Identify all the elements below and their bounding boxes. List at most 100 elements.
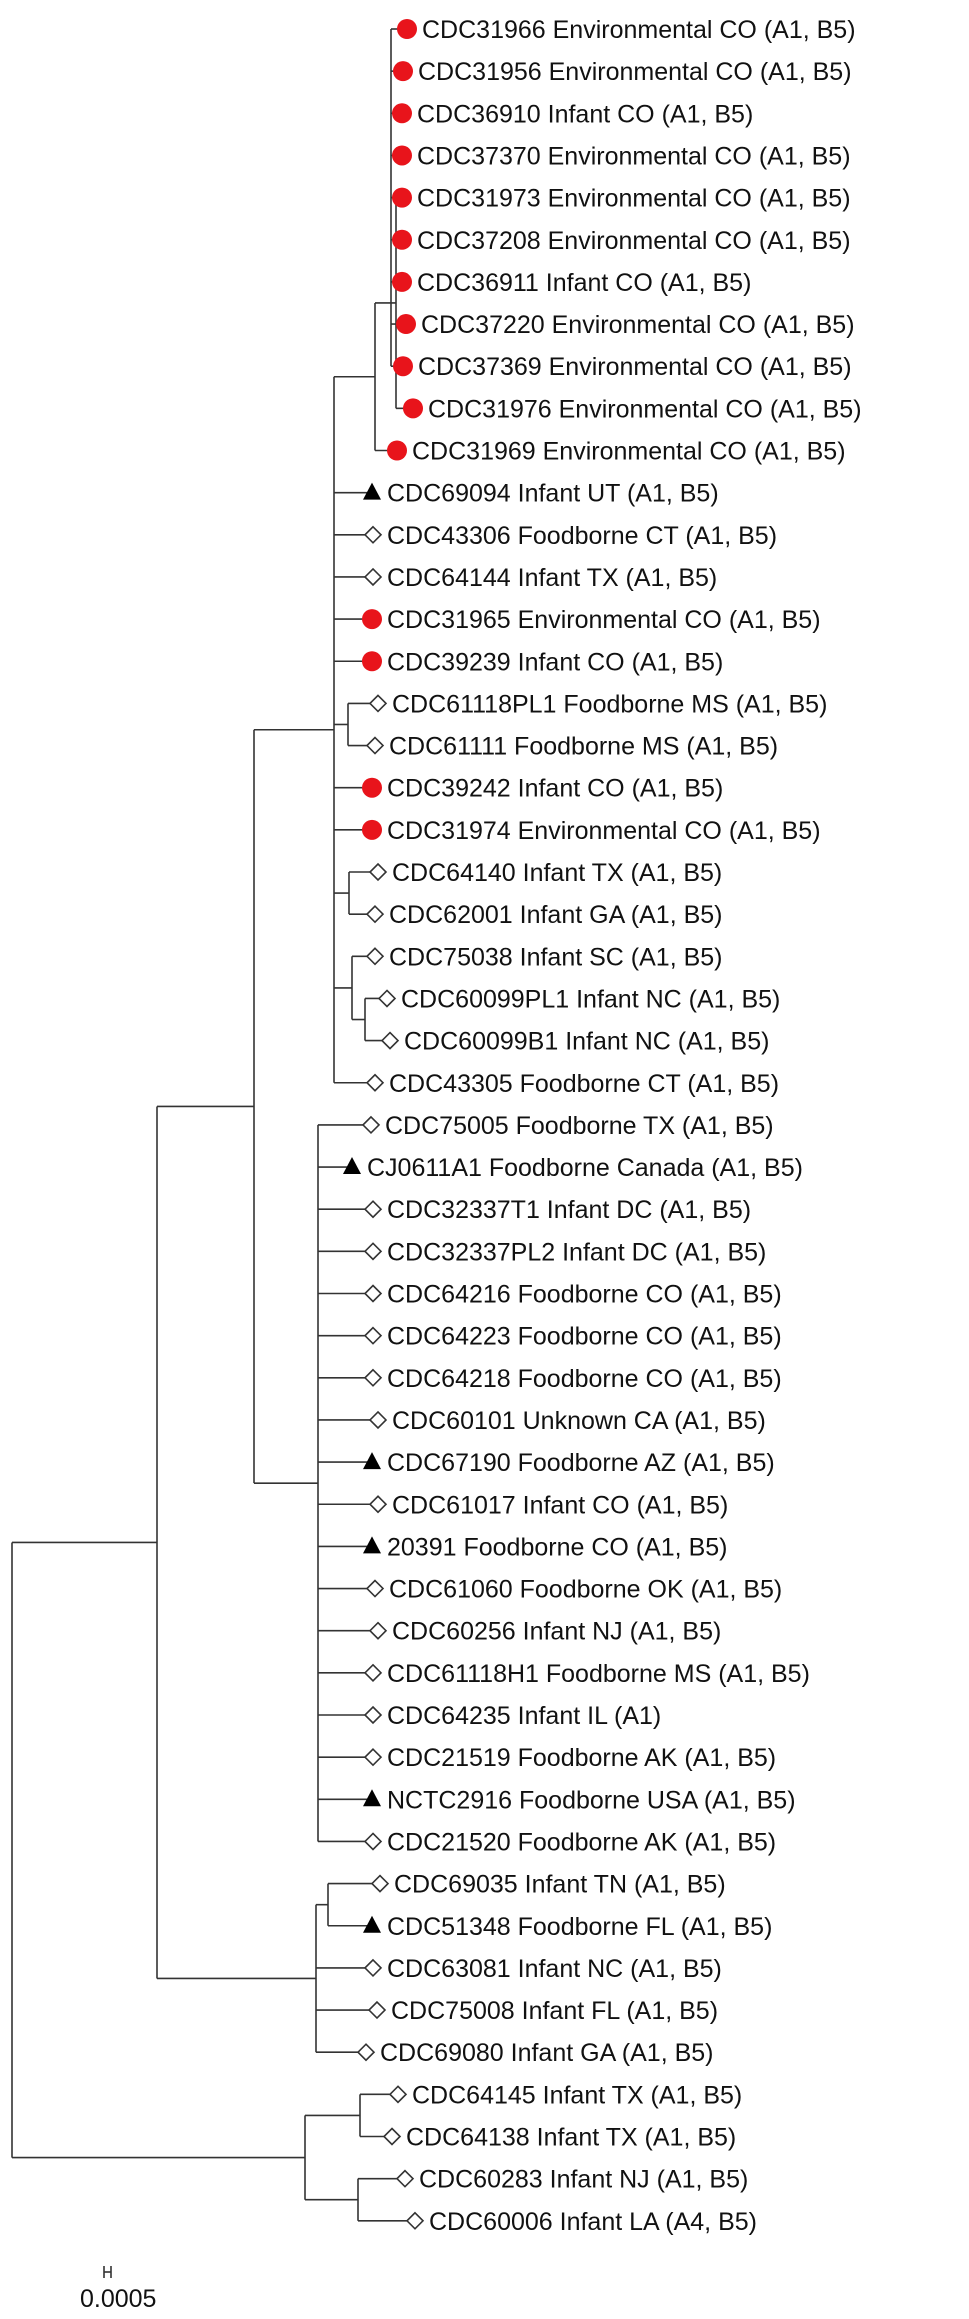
leaf-label: CDC64145 Infant TX (A1, B5): [412, 2081, 742, 2109]
open-diamond-icon: [367, 2000, 387, 2020]
open-diamond-icon: [405, 2211, 425, 2230]
open-diamond-icon: [363, 567, 383, 587]
leaf-label: CDC36911 Infant CO (A1, B5): [417, 269, 751, 297]
leaf-label: CDC39242 Infant CO (A1, B5): [387, 775, 723, 803]
leaf-markers: [343, 19, 425, 2230]
open-diamond-icon: [365, 736, 385, 755]
open-diamond-icon: [363, 1326, 383, 1345]
leaf-label: CDC61060 Foodborne OK (A1, B5): [389, 1576, 782, 1604]
red-circle-icon: [392, 187, 412, 208]
red-circle-icon: [392, 103, 412, 124]
leaf-label: CDC64140 Infant TX (A1, B5): [392, 859, 722, 887]
open-diamond-icon: [363, 1958, 383, 1978]
red-circle-icon: [362, 609, 382, 630]
leaf-label: CDC37370 Environmental CO (A1, B5): [417, 142, 851, 170]
red-circle-icon: [393, 61, 413, 82]
scale-bar: 0.0005: [80, 2266, 156, 2313]
leaf-label: CDC31969 Environmental CO (A1, B5): [412, 438, 846, 466]
red-circle-icon: [392, 229, 412, 250]
open-diamond-icon: [363, 1663, 383, 1682]
leaf-label: CDC43305 Foodborne CT (A1, B5): [389, 1070, 779, 1098]
black-triangle-icon: [363, 1452, 381, 1470]
leaf-label: CDC75038 Infant SC (A1, B5): [389, 943, 723, 971]
leaf-label: CDC21520 Foodborne AK (A1, B5): [387, 1828, 776, 1856]
leaf-label: CDC64218 Foodborne CO (A1, B5): [387, 1365, 782, 1393]
leaf-label: CDC63081 Infant NC (A1, B5): [387, 1955, 722, 1983]
leaf-label: CDC36910 Infant CO (A1, B5): [417, 100, 753, 128]
leaf-label: CDC60256 Infant NJ (A1, B5): [392, 1618, 721, 1646]
red-circle-icon: [393, 356, 413, 377]
leaf-label: CDC31965 Environmental CO (A1, B5): [387, 606, 821, 634]
open-diamond-icon: [368, 862, 388, 882]
red-circle-icon: [362, 651, 382, 672]
open-diamond-icon: [368, 1621, 388, 1640]
red-circle-icon: [362, 819, 382, 840]
open-diamond-icon: [395, 2169, 415, 2188]
leaf-label: CDC69094 Infant UT (A1, B5): [387, 480, 719, 508]
leaf-label: CDC39239 Infant CO (A1, B5): [387, 648, 723, 676]
red-circle-icon: [392, 271, 412, 292]
leaf-label: CDC69035 Infant TN (A1, B5): [394, 1871, 726, 1899]
open-diamond-icon: [361, 1115, 381, 1135]
open-diamond-icon: [363, 1284, 383, 1303]
leaf-label: CDC37208 Environmental CO (A1, B5): [417, 227, 851, 255]
leaf-label: CDC31974 Environmental CO (A1, B5): [387, 817, 821, 845]
leaf-label: CDC61118H1 Foodborne MS (A1, B5): [387, 1660, 810, 1688]
leaf-label: CDC37220 Environmental CO (A1, B5): [421, 311, 855, 339]
open-diamond-icon: [365, 1073, 385, 1092]
leaf-label: CDC60101 Unknown CA (A1, B5): [392, 1407, 766, 1435]
leaf-label: CDC69080 Infant GA (A1, B5): [380, 2039, 714, 2067]
leaf-label: CDC31956 Environmental CO (A1, B5): [418, 58, 852, 86]
open-diamond-icon: [363, 1748, 383, 1767]
leaf-label: CDC61017 Infant CO (A1, B5): [392, 1491, 728, 1519]
leaf-label: CDC62001 Infant GA (A1, B5): [389, 901, 723, 929]
leaf-label: CDC31966 Environmental CO (A1, B5): [422, 16, 856, 44]
open-diamond-icon: [365, 947, 385, 966]
open-diamond-icon: [368, 1495, 388, 1514]
leaf-label: CJ0611A1 Foodborne Canada (A1, B5): [367, 1154, 803, 1182]
leaf-label: CDC64223 Foodborne CO (A1, B5): [387, 1323, 782, 1351]
open-diamond-icon: [368, 1410, 388, 1430]
open-diamond-icon: [370, 1874, 390, 1893]
open-diamond-icon: [363, 1705, 383, 1725]
leaf-label: CDC51348 Foodborne FL (A1, B5): [387, 1913, 772, 1941]
leaf-label: CDC31973 Environmental CO (A1, B5): [417, 185, 851, 213]
leaf-label: CDC67190 Foodborne AZ (A1, B5): [387, 1449, 775, 1477]
red-circle-icon: [403, 398, 423, 419]
open-diamond-icon: [365, 1579, 385, 1598]
red-circle-icon: [387, 440, 407, 461]
leaf-label: 20391 Foodborne CO (A1, B5): [387, 1533, 727, 1561]
open-diamond-icon: [382, 2127, 402, 2146]
red-circle-icon: [392, 145, 412, 166]
black-triangle-icon: [363, 1789, 381, 1807]
black-triangle-icon: [343, 1157, 361, 1175]
leaf-label: CDC60283 Infant NJ (A1, B5): [419, 2166, 748, 2194]
red-circle-icon: [397, 19, 417, 39]
open-diamond-icon: [363, 1200, 383, 1219]
leaf-label: CDC64216 Foodborne CO (A1, B5): [387, 1281, 782, 1309]
leaf-label: CDC21519 Foodborne AK (A1, B5): [387, 1744, 776, 1772]
open-diamond-icon: [380, 1031, 400, 1050]
leaf-label: CDC61111 Foodborne MS (A1, B5): [389, 733, 778, 761]
open-diamond-icon: [356, 2043, 376, 2062]
black-triangle-icon: [363, 1536, 381, 1554]
open-diamond-icon: [363, 1832, 383, 1851]
leaf-label: CDC32337PL2 Infant DC (A1, B5): [387, 1238, 766, 1266]
leaf-label: CDC75008 Infant FL (A1, B5): [391, 1997, 718, 2025]
open-diamond-icon: [365, 905, 385, 924]
leaf-label: CDC75005 Foodborne TX (A1, B5): [385, 1112, 774, 1140]
leaf-label: CDC31976 Environmental CO (A1, B5): [428, 395, 862, 423]
open-diamond-icon: [368, 694, 388, 713]
leaf-label: CDC61118PL1 Foodborne MS (A1, B5): [392, 690, 827, 718]
leaf-label: CDC60099PL1 Infant NC (A1, B5): [401, 985, 780, 1013]
open-diamond-icon: [388, 2085, 408, 2104]
open-diamond-icon: [377, 989, 397, 1008]
leaf-label: CDC60006 Infant LA (A4, B5): [429, 2208, 757, 2236]
leaf-label: CDC64144 Infant TX (A1, B5): [387, 564, 717, 592]
leaf-label: CDC64235 Infant IL (A1): [387, 1702, 661, 1730]
leaf-labels: CDC31966 Environmental CO (A1, B5) CDC319…: [367, 16, 862, 2236]
leaf-label: CDC64138 Infant TX (A1, B5): [406, 2124, 736, 2152]
leaf-label: CDC60099B1 Infant NC (A1, B5): [404, 1028, 769, 1056]
leaf-label: NCTC2916 Foodborne USA (A1, B5): [387, 1786, 796, 1814]
